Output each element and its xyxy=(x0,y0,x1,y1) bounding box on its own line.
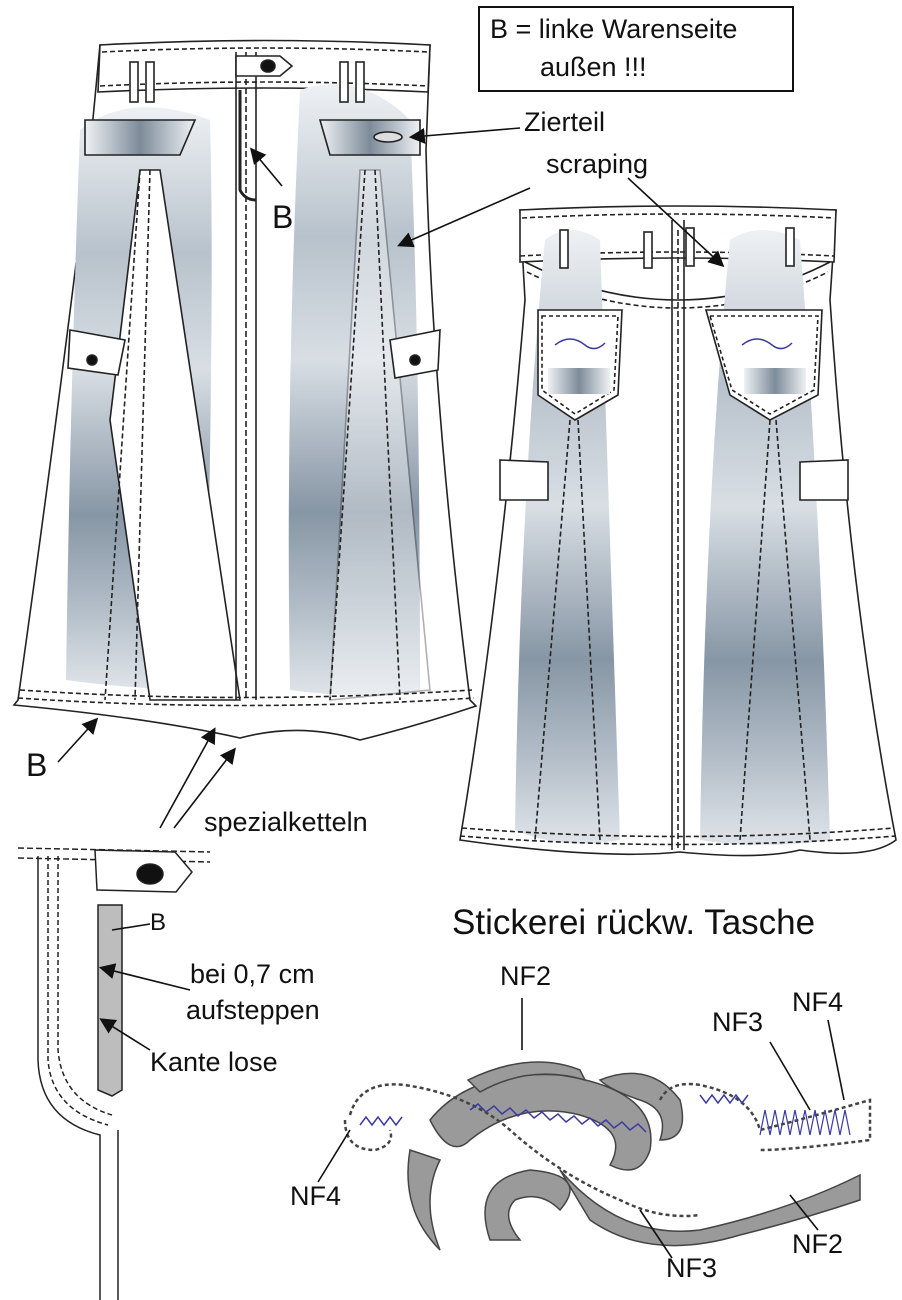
label-nf2-bottom: NF2 xyxy=(792,1229,844,1259)
label-spezialketteln: spezialketteln xyxy=(204,807,368,837)
back-skirt xyxy=(459,205,897,857)
label-nf4-left: NF4 xyxy=(290,1181,342,1211)
front-skirt xyxy=(12,39,478,741)
label-kante-lose: Kante lose xyxy=(150,1047,278,1077)
label-b-detail: B xyxy=(150,909,167,936)
label-zierteil: Zierteil xyxy=(524,107,606,137)
label-b-fly: B xyxy=(272,199,294,235)
label-nf3-bottom: NF3 xyxy=(666,1253,718,1283)
fly-detail xyxy=(17,847,211,1300)
legend-note-box: B = linke Warenseite außen !!! xyxy=(478,6,794,92)
legend-note-line2: außen !!! xyxy=(540,52,647,82)
embroidery-motif xyxy=(343,1061,872,1251)
label-nf2-top: NF2 xyxy=(500,961,552,991)
legend-note-line1: B = linke Warenseite xyxy=(490,14,738,44)
label-bei-07: bei 0,7 cm xyxy=(190,959,315,989)
embroidery-title: Stickerei rückw. Tasche xyxy=(452,903,816,942)
label-b-hem: B xyxy=(26,747,48,783)
label-scraping: scraping xyxy=(546,149,649,179)
label-nf3-top: NF3 xyxy=(712,1007,764,1037)
label-aufsteppen: aufsteppen xyxy=(186,995,320,1025)
label-nf4-top: NF4 xyxy=(792,987,844,1017)
callout-arrows xyxy=(57,127,845,1259)
